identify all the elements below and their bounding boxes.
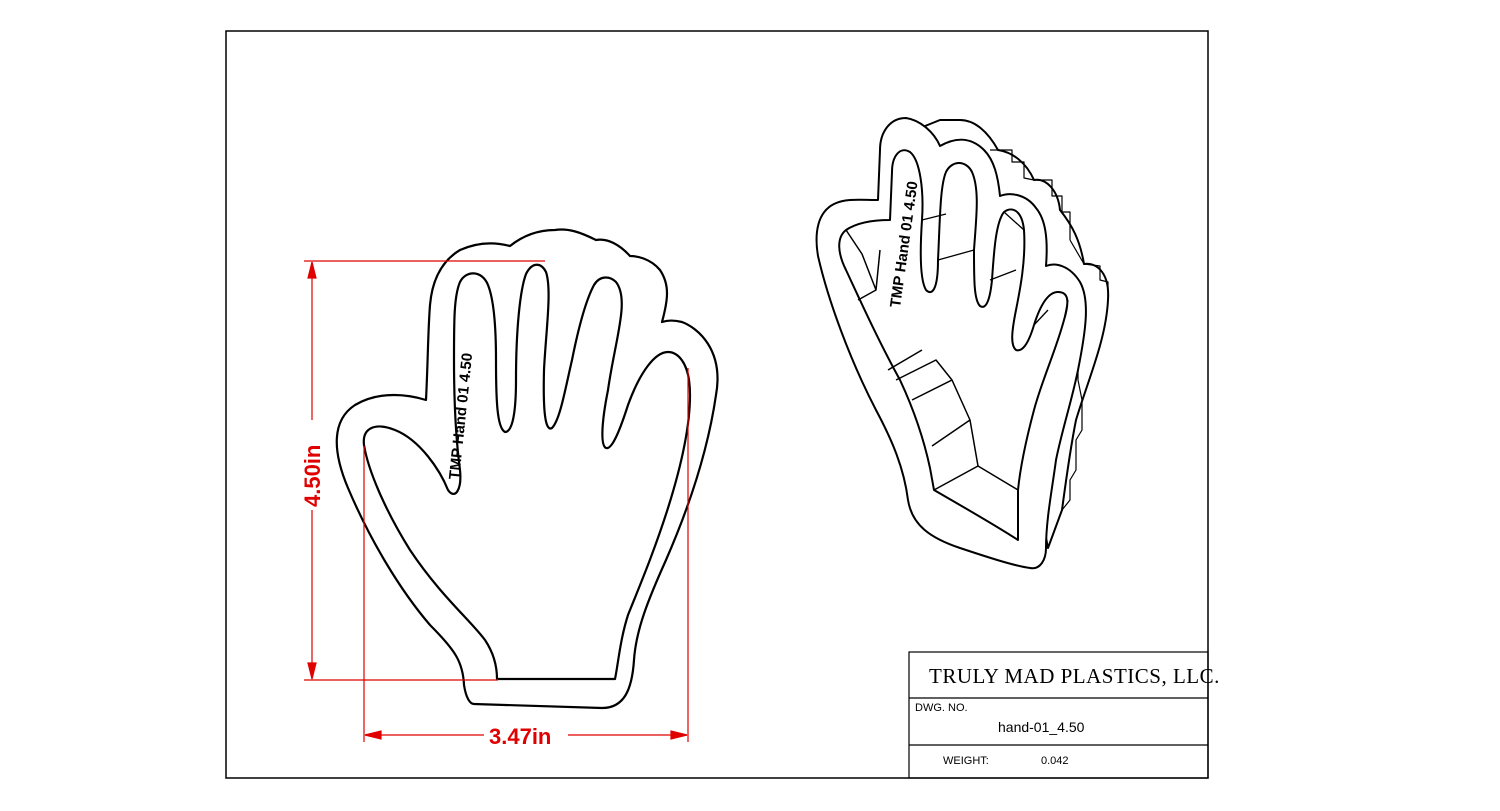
width-label-bg <box>484 724 568 748</box>
width-arrow-right <box>670 730 688 740</box>
hand-outer-outline <box>335 228 719 710</box>
iso-finger-inner-faces <box>921 211 1069 326</box>
weight-label: WEIGHT: <box>943 755 989 767</box>
dwg-no-label: DWG. NO. <box>915 702 968 714</box>
part-engraving-front: TMP Hand 01 4.50 <box>446 352 476 480</box>
hand-front-view <box>335 228 719 710</box>
dwg-no-value: hand-01_4.50 <box>998 719 1085 735</box>
dimension-lines <box>304 260 689 742</box>
finger-slot-index <box>497 272 512 432</box>
hand-inner-outline <box>362 263 692 681</box>
height-label-bg <box>296 420 328 510</box>
sheet-border <box>225 30 1209 779</box>
iso-inner-outline <box>838 149 1069 541</box>
iso-floor-face <box>845 229 1019 491</box>
weight-value: 0.042 <box>1041 755 1069 767</box>
width-dimension-label: 3.47in <box>489 724 551 749</box>
iso-back-steps-1 <box>990 149 1109 300</box>
title-block-frame <box>908 651 1209 779</box>
hand-isometric-view <box>815 117 1110 570</box>
title-block <box>908 651 1209 779</box>
company-name: TRULY MAD PLASTICS, LLC. <box>929 664 1220 688</box>
height-dimension-label: 4.50in <box>300 445 325 507</box>
height-arrow-top <box>307 261 317 279</box>
height-arrow-bottom <box>307 662 317 680</box>
width-arrow-left <box>364 730 382 740</box>
